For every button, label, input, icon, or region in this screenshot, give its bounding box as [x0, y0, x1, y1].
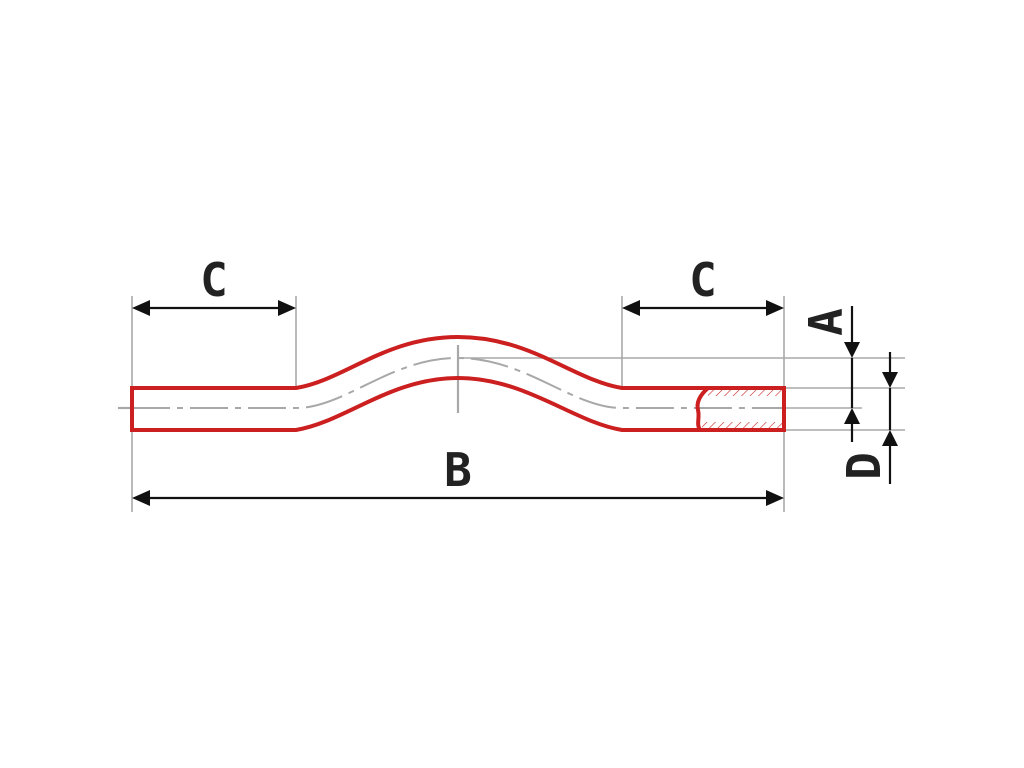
- extension-lines: [131, 296, 905, 512]
- dimension-c-right: C: [622, 253, 784, 316]
- arrowhead: [844, 408, 860, 424]
- label-c-right: C: [689, 253, 717, 307]
- arrowhead: [766, 490, 784, 506]
- dimension-b: B: [132, 443, 784, 506]
- arrowhead: [278, 300, 296, 316]
- label-b: B: [444, 443, 472, 497]
- dimension-a: A: [799, 306, 860, 442]
- arrowhead: [882, 430, 898, 446]
- arrowhead: [766, 300, 784, 316]
- pipe-inner-edge: [132, 376, 784, 432]
- pipe-wall-hatch-top: [708, 390, 782, 396]
- arrowhead: [882, 372, 898, 388]
- pipe-cutaway-edge: [695, 386, 710, 432]
- arrowhead: [622, 300, 640, 316]
- pipe-wall-hatch-bottom: [702, 422, 782, 428]
- arrowhead: [132, 490, 150, 506]
- arrowhead: [132, 300, 150, 316]
- label-c-left: C: [200, 253, 228, 307]
- label-d: D: [837, 452, 891, 480]
- pipe-outer-edge: [132, 335, 784, 390]
- arrowhead: [844, 342, 860, 358]
- dimension-d: D: [837, 352, 898, 484]
- pipe: [130, 335, 786, 432]
- label-a: A: [799, 308, 853, 336]
- dimension-c-left: C: [132, 253, 296, 316]
